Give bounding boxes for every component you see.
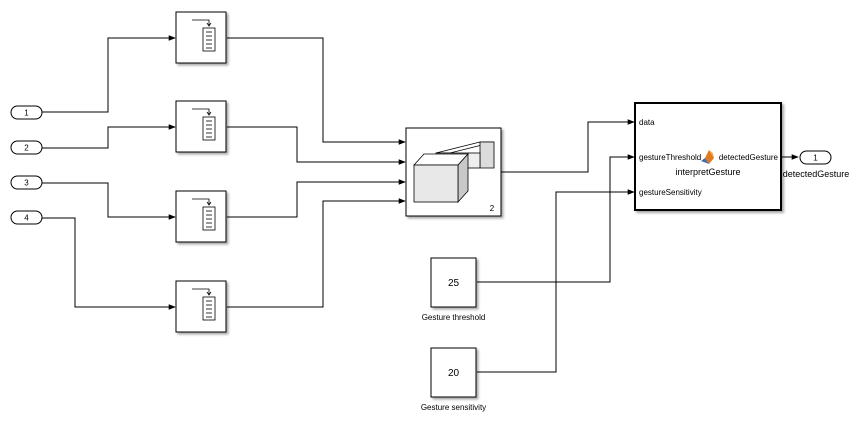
outport-1-label: detectedGesture: [783, 169, 850, 179]
function-output-detected-gesture: detectedGesture: [719, 153, 779, 162]
constant-sensitivity-value: 20: [448, 368, 460, 379]
function-input-data: data: [639, 118, 655, 127]
constant-block-threshold[interactable]: 25: [430, 257, 477, 308]
signal-threshold-to-function[interactable]: [477, 154, 635, 283]
inport-3-number: 3: [24, 179, 29, 188]
matlab-function-icon: [701, 150, 714, 164]
signal-buffer4-to-concat[interactable]: [227, 198, 406, 308]
inport-2-number: 2: [24, 144, 29, 153]
inport-1[interactable]: 1: [10, 105, 43, 120]
signal-inport2-to-buffer2[interactable]: [42, 124, 176, 149]
constant-block-sensitivity[interactable]: 20: [430, 347, 477, 398]
signal-sensitivity-to-function[interactable]: [477, 189, 635, 373]
matrix-concatenate-icon: [413, 141, 495, 204]
buffer-block-4[interactable]: [175, 280, 227, 333]
buffer-icon: [192, 19, 216, 52]
function-block-name: interpretGesture: [675, 167, 740, 177]
buffer-block-2[interactable]: [175, 100, 227, 153]
signal-inport4-to-buffer4[interactable]: [42, 217, 176, 310]
buffer-block-1[interactable]: [175, 11, 227, 64]
constant-sensitivity-label: Gesture sensitivity: [421, 403, 486, 412]
signal-inport3-to-buffer3[interactable]: [42, 182, 176, 220]
function-input-gesture-sensitivity: gestureSensitivity: [639, 188, 702, 197]
constant-threshold-value: 25: [448, 278, 460, 289]
buffer-block-3[interactable]: [175, 190, 227, 243]
buffer-icon: [192, 288, 216, 321]
signal-buffer3-to-concat[interactable]: [227, 179, 406, 218]
concatenate-block[interactable]: 2: [405, 127, 502, 217]
buffer-icon: [192, 108, 216, 141]
inport-4[interactable]: 4: [10, 210, 43, 225]
constant-threshold-label: Gesture threshold: [422, 313, 486, 322]
inport-2[interactable]: 2: [10, 140, 43, 155]
inport-4-number: 4: [24, 214, 29, 223]
outport-1-number: 1: [813, 154, 818, 163]
signal-lines: [42, 35, 799, 373]
matlab-function-block[interactable]: data gestureThreshold gestureSensitivity…: [634, 102, 782, 211]
signal-buffer2-to-concat[interactable]: [227, 126, 406, 165]
signal-inport1-to-buffer1[interactable]: [42, 35, 176, 113]
signal-concat-to-function[interactable]: [501, 119, 635, 173]
signal-buffer1-to-concat[interactable]: [227, 37, 406, 145]
buffer-icon: [192, 198, 216, 231]
function-input-gesture-threshold: gestureThreshold: [639, 153, 701, 162]
concatenate-dimension: 2: [490, 204, 495, 213]
inport-3[interactable]: 3: [10, 175, 43, 190]
outport-1[interactable]: 1: [799, 150, 832, 165]
inport-1-number: 1: [24, 109, 29, 118]
